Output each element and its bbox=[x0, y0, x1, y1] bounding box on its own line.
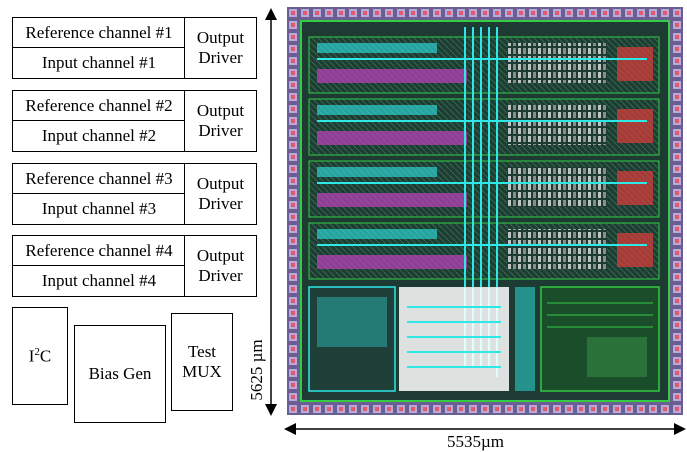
channel-row-4 bbox=[308, 222, 660, 280]
reference-channel-3: Reference channel #3 bbox=[12, 163, 186, 195]
output-driver-3-label: Output Driver bbox=[196, 174, 245, 213]
i2c-label: I2C bbox=[28, 345, 52, 366]
input-channel-1: Input channel #1 bbox=[12, 47, 186, 79]
reference-channel-4: Reference channel #4 bbox=[12, 235, 186, 267]
reference-channel-4-label: Reference channel #4 bbox=[25, 241, 173, 261]
reference-channel-2: Reference channel #2 bbox=[12, 90, 186, 122]
reference-channel-3-label: Reference channel #3 bbox=[25, 169, 173, 189]
test-mux-label-line2: MUX bbox=[182, 362, 222, 381]
output-driver-3: Output Driver bbox=[184, 163, 257, 225]
input-channel-4: Input channel #4 bbox=[12, 265, 186, 297]
output-driver-2: Output Driver bbox=[184, 90, 257, 152]
bias-gen-block: Bias Gen bbox=[74, 325, 166, 423]
chip-layout-image bbox=[287, 7, 683, 415]
reference-channel-1: Reference channel #1 bbox=[12, 17, 186, 49]
bias-gen-label: Bias Gen bbox=[88, 364, 152, 384]
reference-channel-1-label: Reference channel #1 bbox=[25, 23, 173, 43]
output-driver-2-label: Output Driver bbox=[196, 101, 245, 140]
output-driver-4-label: Output Driver bbox=[196, 246, 245, 285]
output-driver-4: Output Driver bbox=[184, 235, 257, 297]
test-mux-block: Test MUX bbox=[171, 313, 233, 411]
channel-row-1 bbox=[308, 36, 660, 94]
height-dimension-label: 5625 µm bbox=[247, 339, 266, 401]
bottom-analog-section bbox=[308, 286, 660, 392]
output-driver-1: Output Driver bbox=[184, 17, 257, 79]
input-channel-3: Input channel #3 bbox=[12, 193, 186, 225]
input-channel-4-label: Input channel #4 bbox=[41, 271, 157, 291]
output-driver-1-label: Output Driver bbox=[196, 28, 245, 67]
input-channel-1-label: Input channel #1 bbox=[41, 53, 157, 73]
reference-channel-2-label: Reference channel #2 bbox=[25, 96, 173, 116]
input-channel-2-label: Input channel #2 bbox=[41, 126, 157, 146]
width-dimension-label: 5535µm bbox=[447, 432, 505, 451]
channel-row-2 bbox=[308, 98, 660, 156]
input-channel-2: Input channel #2 bbox=[12, 120, 186, 152]
i2c-block: I2C bbox=[12, 307, 68, 405]
test-mux-label-line1: Test bbox=[187, 342, 217, 362]
channel-row-3 bbox=[308, 160, 660, 218]
input-channel-3-label: Input channel #3 bbox=[41, 199, 157, 219]
